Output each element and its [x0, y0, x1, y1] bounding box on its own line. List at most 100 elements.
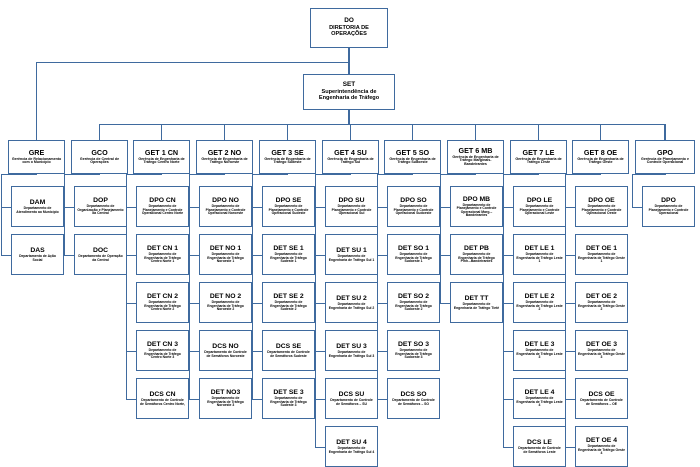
node-code: DET SO 1 [398, 245, 429, 253]
node-code: DET SE 2 [273, 293, 304, 301]
connector-elbow-horizontal [315, 302, 325, 304]
node-description: Departamento de Atendimento ao Município [16, 206, 59, 214]
connector-head-to-spine [252, 174, 289, 176]
node-code: GET 5 SO [395, 148, 430, 158]
connector-spine [126, 174, 128, 399]
connector-elbow-horizontal [440, 302, 450, 304]
node-code: DPO SO [400, 197, 427, 205]
connector-elbow-horizontal [315, 254, 325, 256]
node-description: Departamento de Engenharia de Tráfego No… [207, 300, 244, 312]
node-description: Departamento de Engenharia de Tráfego Le… [516, 252, 563, 264]
connector-elbow-horizontal [565, 446, 575, 448]
connector-bus-to-gerencia [160, 124, 163, 140]
connector-elbow-horizontal [252, 350, 262, 352]
node-code: DAS [30, 246, 45, 254]
node-description: Departamento de Engenharia de Tráfego Su… [395, 348, 432, 360]
node-description: Departamento de Engenharia de Tráfego Su… [328, 350, 375, 358]
node-description: Departamento de Planejamento e Controle … [393, 204, 434, 216]
node-code: DPO NO [212, 197, 239, 205]
node-code: DET CN 1 [147, 245, 178, 253]
connector-set-to-bus [348, 110, 350, 124]
connector-elbow-horizontal [565, 398, 575, 400]
node-code: DET CN 3 [147, 341, 178, 349]
connector-head-to-spine [1, 174, 38, 176]
connector-elbow-horizontal [565, 254, 575, 256]
connector-spine [189, 174, 191, 399]
connector-elbow-horizontal [64, 254, 74, 256]
bus-set-level [98, 124, 666, 126]
connector-elbow-horizontal [126, 254, 136, 256]
connector-elbow-horizontal [315, 350, 325, 352]
connector-spine [377, 174, 379, 399]
connector-elbow-horizontal [565, 350, 575, 352]
connector-bus-to-gerencia [537, 124, 540, 140]
node-description: Departamento de Engenharia de Tráfego Ce… [144, 300, 181, 312]
node-code: GET 6 MB [458, 146, 493, 156]
node-code: DET SU 3 [336, 342, 367, 350]
node-code: DPO [661, 197, 676, 205]
node-description: Gerência de Engenharia de Tráfego Noroes… [201, 156, 248, 165]
connector-spine [440, 174, 442, 303]
